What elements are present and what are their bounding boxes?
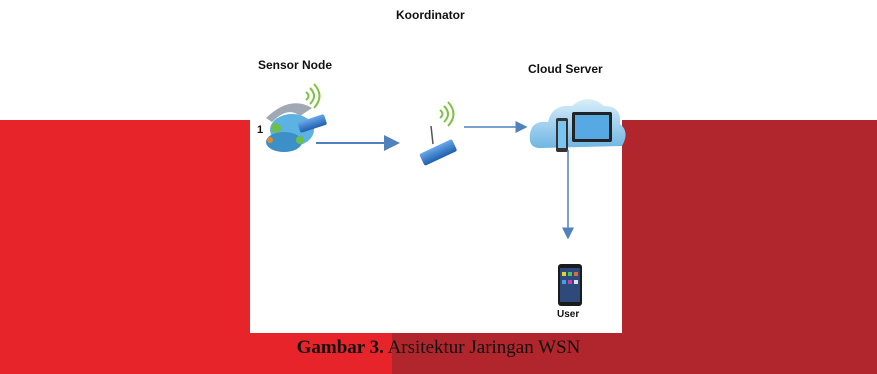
- diagram-panel-right: [392, 148, 622, 333]
- figure-caption: Gambar 3. Arsitektur Jaringan WSN: [0, 337, 877, 359]
- cloud-devices-icon: [529, 99, 626, 152]
- panel-divider: [389, 148, 392, 333]
- caption-text: Arsitektur Jaringan WSN: [383, 337, 581, 358]
- smartphone-icon: [558, 264, 582, 306]
- sensor-node-label: Sensor Node: [258, 58, 333, 72]
- node-number-label: 1: [257, 124, 264, 136]
- user-label: User: [557, 309, 580, 320]
- caption-prefix: Gambar 3.: [296, 337, 384, 358]
- cloud-server-label: Cloud Server: [528, 62, 603, 76]
- sensor-node-icon: [266, 83, 327, 152]
- diagram-panel-left: [250, 148, 389, 333]
- koordinator-label: Koordinator: [396, 8, 465, 22]
- router-icon: [419, 101, 457, 166]
- background-band-left: [0, 128, 250, 374]
- background-band-right: [622, 128, 877, 374]
